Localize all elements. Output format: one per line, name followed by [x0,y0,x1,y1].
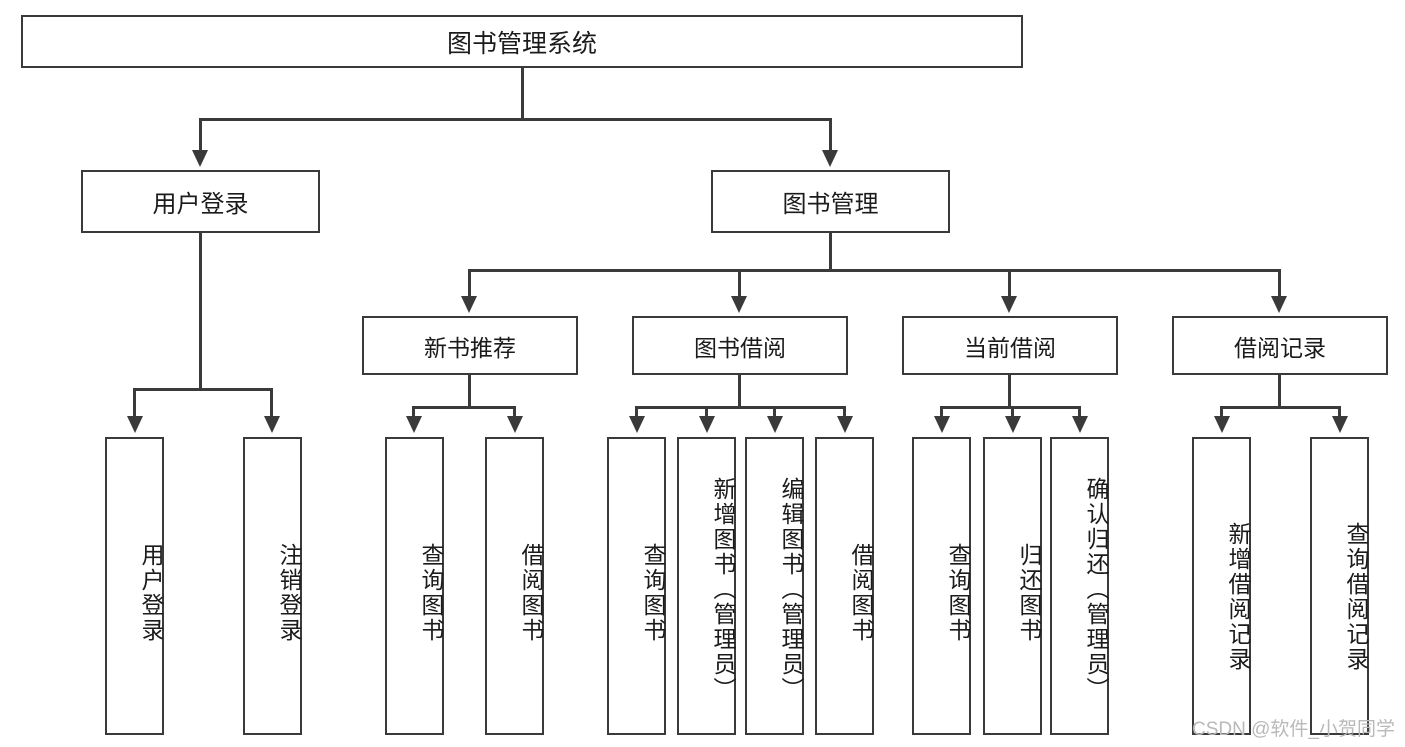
arrow-current-borrow-leaf-1 [934,416,950,433]
node-new-book-recommendation[interactable]: 新书推荐 [362,316,578,375]
node-label: 确认归还（管理员） [1083,476,1109,702]
connector-borrow-record-leaf-1 [1220,406,1223,419]
connector-to-user-login [199,118,202,153]
node-book-borrow[interactable]: 图书借阅 [632,316,848,375]
connector-user-login-bus [133,388,273,391]
node-label: 注销登录 [276,543,302,643]
node-label: 新书推荐 [424,334,516,361]
connector-to-borrow-record [1278,269,1281,298]
arrow-book-borrow-leaf-1 [629,416,645,433]
arrow-new-book-rec-leaf-1 [406,416,422,433]
node-borrow-record[interactable]: 借阅记录 [1172,316,1388,375]
connector-current-borrow-leaf-3 [1078,406,1081,419]
leaf-confirm-return-admin[interactable]: 确认归还（管理员） [1050,437,1109,735]
leaf-query-book-borrow[interactable]: 查询图书 [607,437,666,735]
connector-book-borrow-leaf-1 [635,406,638,419]
leaf-borrow-book[interactable]: 借阅图书 [815,437,874,735]
arrow-to-new-book-rec [461,296,477,313]
connector-book-mgmt-stem [829,233,832,271]
arrow-to-user-login [192,150,208,167]
node-label: 编辑图书（管理员） [778,476,804,702]
node-label: 借阅记录 [1234,334,1326,361]
connector-book-borrow-leaf-4 [843,406,846,419]
arrow-borrow-record-leaf-1 [1214,416,1230,433]
node-label: 归还图书 [1016,543,1042,643]
arrow-user-login-leaf-1 [127,416,143,433]
connector-level3-bus [468,269,1280,272]
node-root-book-management-system[interactable]: 图书管理系统 [21,15,1023,68]
node-label: 新增借阅记录 [1225,522,1251,672]
node-label: 用户登录 [138,543,164,643]
connector-new-book-rec-leaf-2 [513,406,516,419]
connector-new-book-rec-bus [412,406,516,409]
node-current-borrow[interactable]: 当前借阅 [902,316,1118,375]
leaf-return-book[interactable]: 归还图书 [983,437,1042,735]
arrow-new-book-rec-leaf-2 [507,416,523,433]
leaf-add-book-admin[interactable]: 新增图书（管理员） [677,437,736,735]
node-label: 借阅图书 [848,543,874,643]
connector-book-borrow-bus [635,406,844,409]
leaf-borrow-book-new-rec[interactable]: 借阅图书 [485,437,544,735]
node-label: 图书借阅 [694,334,786,361]
connector-book-borrow-stem [738,375,741,408]
arrow-current-borrow-leaf-3 [1072,416,1088,433]
node-label: 图书管理 [782,191,879,218]
connector-to-book-mgmt [829,118,832,153]
leaf-query-book-new-rec[interactable]: 查询图书 [385,437,444,735]
connector-borrow-record-leaf-2 [1338,406,1341,419]
connector-to-new-book-rec [468,269,471,298]
node-user-login[interactable]: 用户登录 [81,170,320,233]
connector-root-stem [521,68,524,120]
arrow-borrow-record-leaf-2 [1332,416,1348,433]
leaf-query-book-current[interactable]: 查询图书 [912,437,971,735]
arrow-to-book-mgmt [822,150,838,167]
connector-book-borrow-leaf-3 [773,406,776,419]
arrow-book-borrow-leaf-4 [837,416,853,433]
leaf-query-borrow-record[interactable]: 查询借阅记录 [1310,437,1369,735]
connector-to-book-borrow [738,269,741,298]
arrow-user-login-leaf-2 [264,416,280,433]
connector-new-book-rec-stem [468,375,471,408]
node-label: 查询借阅记录 [1343,522,1369,672]
arrow-to-book-borrow [731,296,747,313]
node-label: 查询图书 [640,543,666,643]
leaf-edit-book-admin[interactable]: 编辑图书（管理员） [745,437,804,735]
connector-current-borrow-leaf-2 [1011,406,1014,419]
connector-to-current-borrow [1008,269,1011,298]
connector-borrow-record-stem [1278,375,1281,408]
node-label: 新增图书（管理员） [710,476,736,702]
node-label: 当前借阅 [964,334,1056,361]
connector-current-borrow-leaf-1 [940,406,943,419]
node-book-management[interactable]: 图书管理 [711,170,950,233]
connector-new-book-rec-leaf-1 [412,406,415,419]
connector-current-borrow-bus [940,406,1080,409]
arrow-to-borrow-record [1271,296,1287,313]
arrow-to-current-borrow [1001,296,1017,313]
node-label: 查询图书 [945,543,971,643]
connector-user-login-stem [199,233,202,390]
connector-book-borrow-leaf-2 [705,406,708,419]
connector-user-login-leaf-1 [133,388,136,418]
node-label: 图书管理系统 [446,29,597,58]
csdn-watermark: CSDN @软件_小贺同学 [1192,719,1395,740]
leaf-user-login[interactable]: 用户登录 [105,437,164,735]
connector-level2-bus [199,118,832,121]
arrow-current-borrow-leaf-2 [1005,416,1021,433]
connector-borrow-record-bus [1220,406,1340,409]
node-label: 查询图书 [418,543,444,643]
connector-current-borrow-stem [1008,375,1011,408]
node-label: 借阅图书 [518,543,544,643]
leaf-add-borrow-record[interactable]: 新增借阅记录 [1192,437,1251,735]
arrow-book-borrow-leaf-3 [767,416,783,433]
connector-user-login-leaf-2 [270,388,273,418]
arrow-book-borrow-leaf-2 [699,416,715,433]
leaf-logout[interactable]: 注销登录 [243,437,302,735]
node-label: 用户登录 [152,191,249,218]
